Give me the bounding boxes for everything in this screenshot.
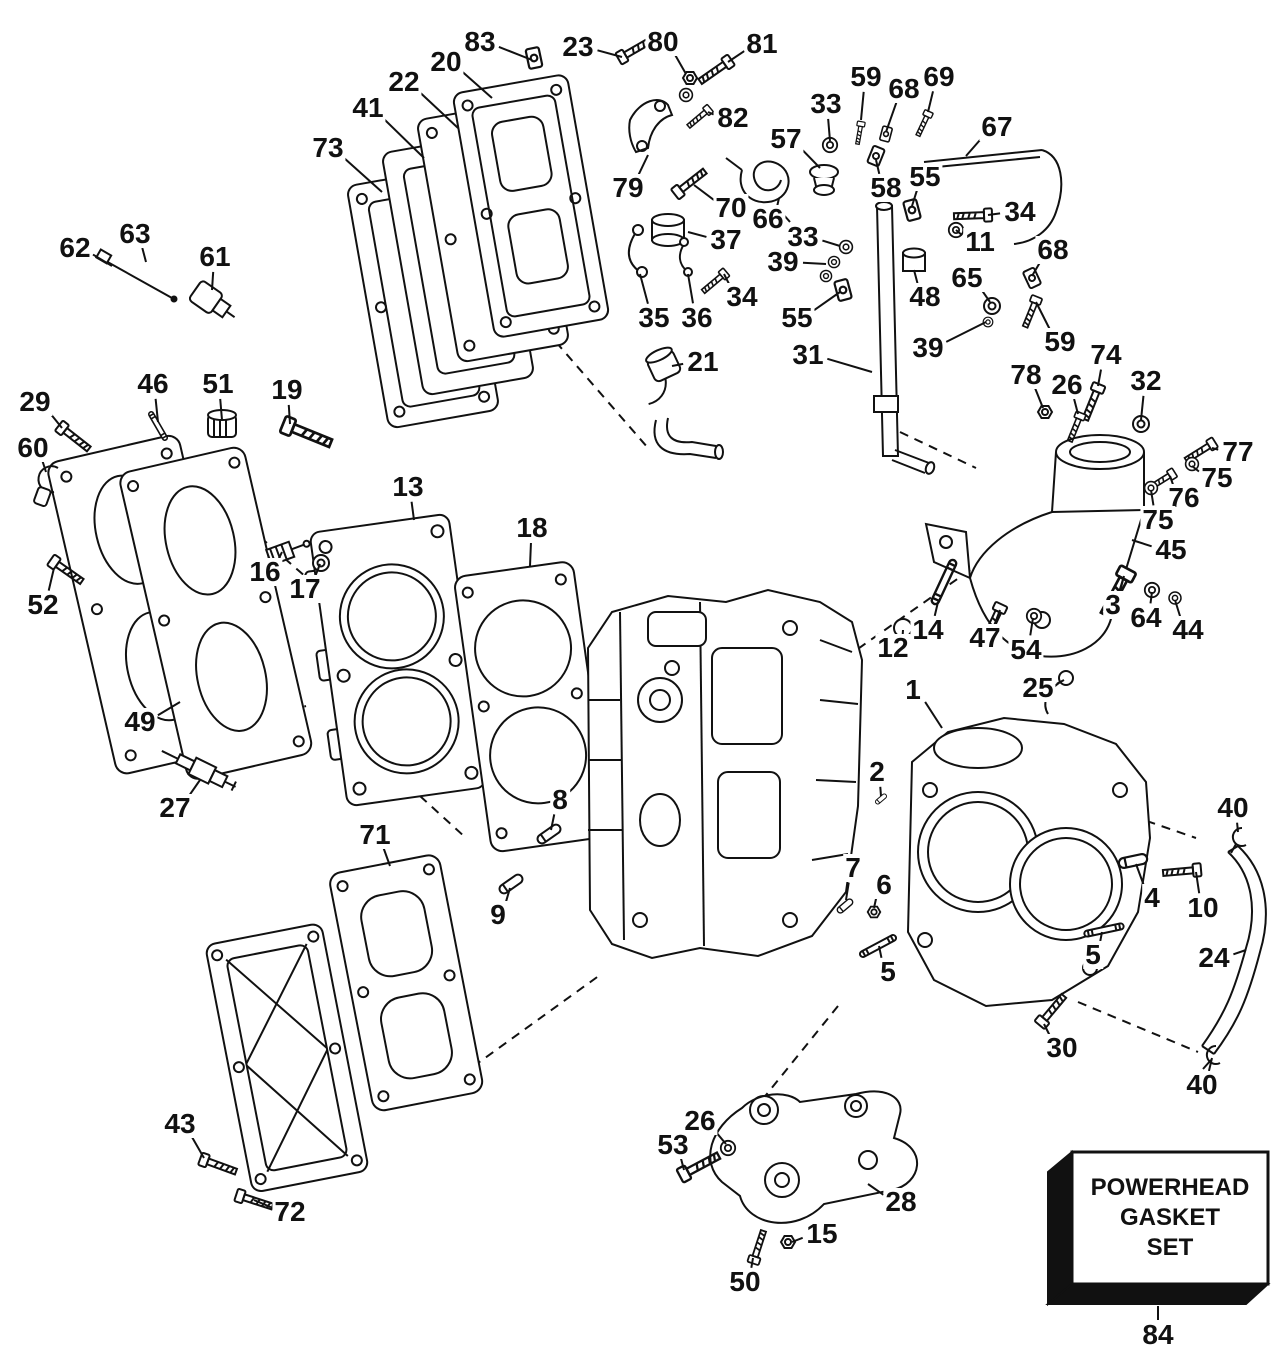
gasket-box-line-3: SET: [1146, 1234, 1194, 1261]
top-hardware-cluster: [524, 33, 1063, 330]
fuel-line-tube: [873, 201, 936, 475]
bypass-cover-plate-stack: [347, 74, 610, 429]
fuel-connector-and-hose: [645, 346, 724, 460]
crankcase: [906, 716, 1152, 1008]
exhaust-gasket: [329, 854, 484, 1112]
head-gasket: [454, 561, 611, 853]
lower-right-hardware: [496, 792, 1267, 1070]
intake-plate-and-gaskets: [47, 434, 313, 780]
callout-leader-lines: [41, 45, 1247, 1320]
gasket-box-label: POWERHEAD GASKET SET: [1072, 1152, 1268, 1284]
mount-bracket: [709, 1090, 919, 1224]
gasket-box-line-1: POWERHEAD: [1090, 1174, 1250, 1201]
gasket-set-box: [1045, 1149, 1271, 1307]
gasket-box-line-2: GASKET: [1119, 1204, 1220, 1231]
exhaust-cover: [205, 923, 369, 1193]
thermostat-housing: [924, 434, 1145, 658]
recirculation-spring: [725, 157, 791, 223]
cylinder-block: [586, 588, 864, 960]
